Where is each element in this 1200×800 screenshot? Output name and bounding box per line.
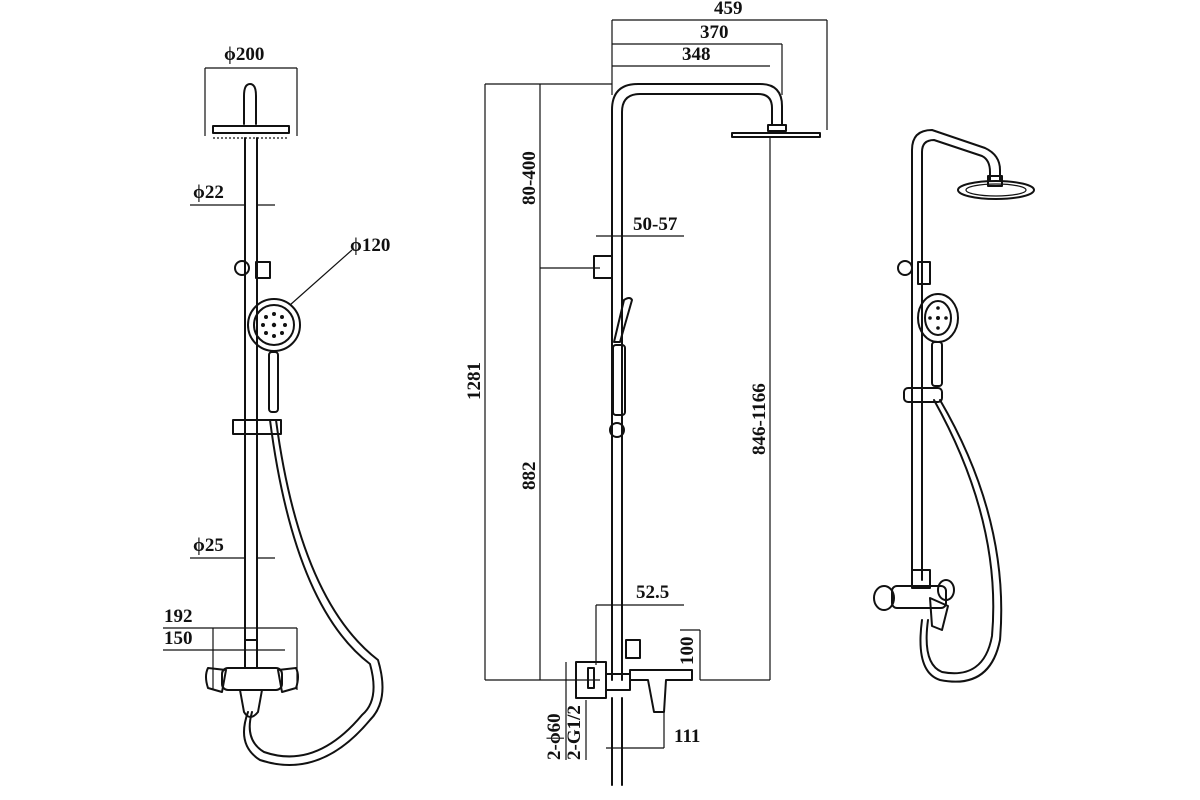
pipe-bottom-diameter-dimension: ϕ25 [190, 535, 275, 559]
arm-reach-inner-label: 348 [682, 44, 711, 65]
bracket-range-label: 80-400 [519, 151, 540, 205]
hand-shower-diameter-label: ϕ120 [350, 235, 390, 256]
wall-offset-label: 50-57 [633, 214, 678, 235]
shower-arm [611, 83, 783, 681]
pipe-bottom-diameter-label: ϕ25 [193, 535, 224, 556]
spout-depth-label: 111 [674, 726, 700, 747]
pipe-top-diameter-dimension: ϕ22 [190, 182, 275, 206]
head-neck [243, 83, 257, 125]
perspective-slider [903, 387, 943, 403]
overhead-shower-head [212, 125, 290, 134]
hand-shower-handle [268, 351, 279, 413]
mixer-valve [205, 639, 299, 718]
mixer-height-dimension: 100 [677, 629, 701, 680]
mixer-side [575, 639, 693, 786]
arm-reach-label: 370 [700, 22, 729, 43]
spout-depth-dimension: 111 [606, 712, 700, 749]
overhead-shower-head-side [731, 132, 821, 138]
head-diameter-label: ϕ200 [224, 44, 264, 65]
reach-dimensions: 459 370 348 [611, 0, 828, 130]
mixer-offset-label: 52.5 [636, 582, 669, 603]
head-height-range-label: 846-1166 [749, 383, 770, 455]
head-height-dimension: 846-1166 [700, 137, 771, 681]
pipe-top-diameter-label: ϕ22 [193, 182, 224, 203]
shower-hose [243, 419, 384, 766]
wall-bracket-side [593, 255, 613, 279]
front-view: ϕ200 ϕ22 ϕ120 [163, 44, 390, 766]
perspective-view [873, 129, 1035, 683]
mixer-offset-dimension: 52.5 [595, 582, 684, 665]
perspective-overhead-head [957, 180, 1035, 200]
mixer-width-outer-label: 192 [164, 606, 193, 627]
perspective-bracket [897, 260, 913, 276]
flange-label: 2-ϕ60 [544, 713, 565, 760]
thread-label: 2-G1/2 [564, 705, 585, 760]
mixer-height-label: 100 [677, 637, 698, 666]
slider-side [609, 422, 625, 438]
connection-dimensions: 2-ϕ60 2-G1/2 [544, 662, 587, 760]
perspective-riser [911, 129, 1001, 581]
perspective-hose [919, 399, 1003, 683]
mixer-width-dimension: 192 150 [163, 606, 298, 690]
mixer-width-inner-label: 150 [164, 628, 193, 649]
total-height-label: 1281 [464, 362, 485, 400]
perspective-mixer [873, 569, 955, 631]
height-dimensions: 1281 80-400 882 [464, 83, 612, 681]
wall-bracket [234, 260, 250, 276]
head-diameter-dimension: ϕ200 [204, 44, 298, 136]
side-view: 459 370 348 1281 80-400 882 50-57 [464, 0, 828, 786]
hand-shower-nozzles [261, 312, 287, 338]
lower-height-label: 882 [519, 462, 540, 491]
wall-offset-dimension: 50-57 [596, 214, 684, 237]
hand-shower-side [613, 297, 633, 343]
slider-bracket [232, 419, 282, 435]
total-reach-label: 459 [714, 0, 743, 19]
